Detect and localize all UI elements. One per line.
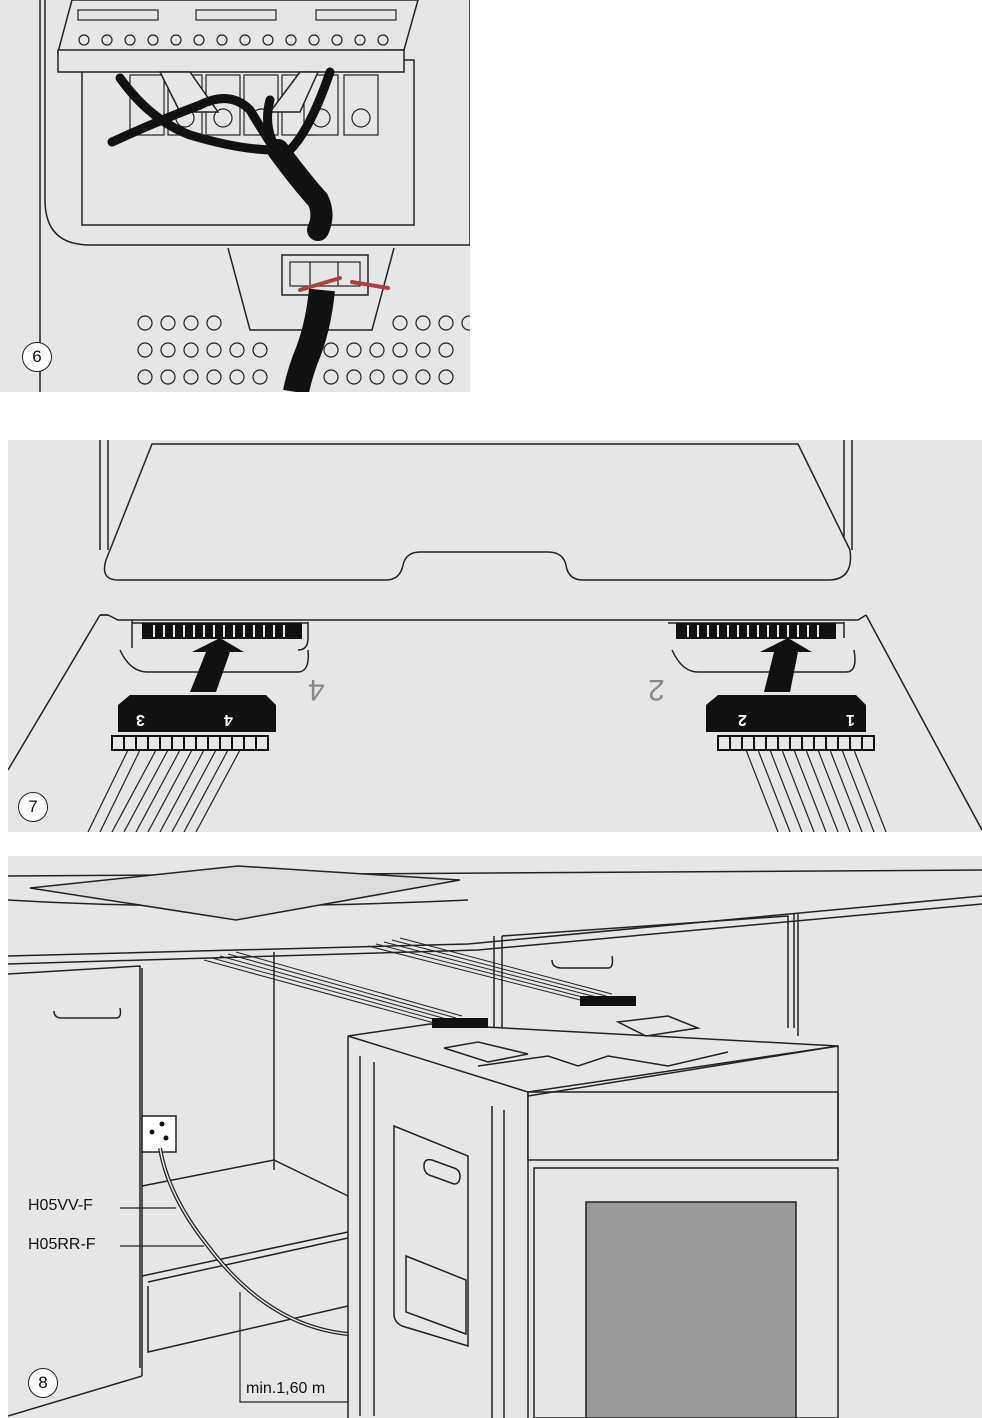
terminal-block-illustration — [0, 0, 470, 392]
cable-label-h05vv: H05VV-F — [28, 1197, 93, 1215]
board-label-4: 4 — [308, 672, 325, 706]
plug-label-4: 4 — [224, 710, 233, 728]
plug-label-3: 3 — [136, 710, 145, 728]
plug-label-1: 1 — [846, 710, 855, 728]
figure-number-badge: 7 — [18, 792, 48, 822]
connector-plug-illustration — [8, 440, 982, 832]
oven-installation-illustration — [8, 856, 982, 1418]
figure-7-connectors: 3 4 2 1 4 2 7 — [8, 440, 982, 832]
figure-number-badge: 8 — [28, 1368, 58, 1398]
plug-label-2: 2 — [738, 710, 747, 728]
measurement-label: min.1,60 m — [244, 1380, 327, 1398]
cable-label-h05rr: H05RR-F — [28, 1236, 96, 1254]
board-label-2: 2 — [648, 672, 665, 706]
figure-number-badge: 6 — [22, 342, 52, 372]
figure-8-installation: H05VV-F H05RR-F min.1,60 m 8 — [8, 856, 982, 1418]
figure-6-terminal-block: 6 — [0, 0, 470, 392]
